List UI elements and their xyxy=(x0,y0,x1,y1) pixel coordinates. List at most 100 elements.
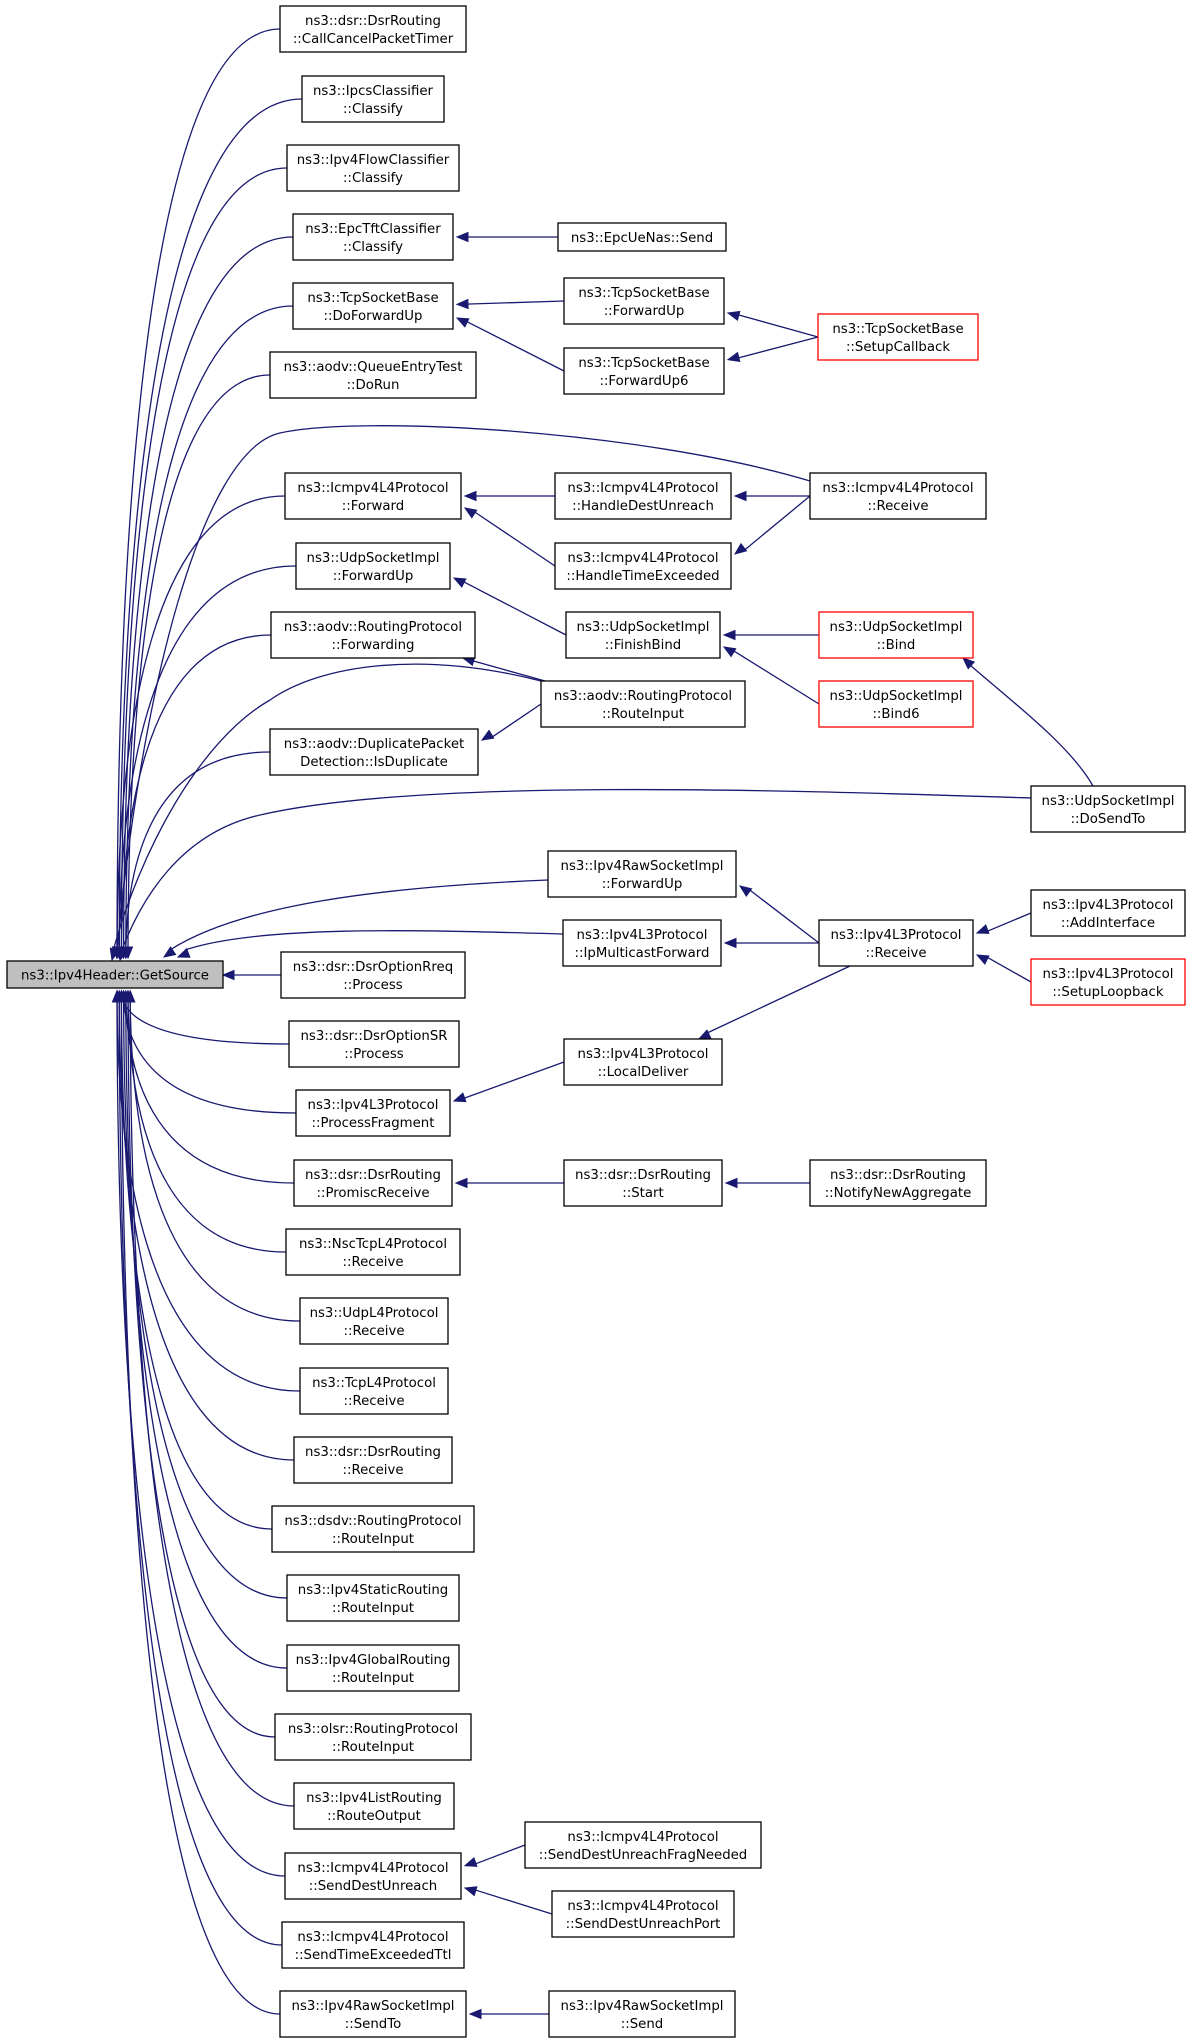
node-tcpl4_receive[interactable]: ns3::TcpL4Protocol::Receive xyxy=(299,1367,449,1415)
node-dsr_notify[interactable]: ns3::dsr::DsrRouting::NotifyNewAggregate xyxy=(809,1159,987,1207)
arrowhead xyxy=(455,231,469,243)
node-root[interactable]: ns3::Ipv4Header::GetSource xyxy=(6,960,224,989)
node-label: ns3::Ipv4GlobalRouting xyxy=(296,1653,451,1668)
node-label: ::ForwardUp xyxy=(333,569,414,584)
node-label: ::RouteInput xyxy=(602,707,684,722)
node-label: ::ProcessFragment xyxy=(312,1116,435,1131)
node-label: ::SendDestUnreachFragNeeded xyxy=(539,1848,748,1863)
node-label: ::Send xyxy=(621,2017,663,2032)
node-box xyxy=(524,1821,762,1869)
node-label: ::SendTo xyxy=(345,2017,401,2032)
node-label: ns3::TcpSocketBase xyxy=(578,286,709,301)
node-dsr_receive[interactable]: ns3::dsr::DsrRouting::Receive xyxy=(293,1436,453,1484)
node-list_routeoutput[interactable]: ns3::Ipv4ListRouting::RouteOutput xyxy=(293,1782,455,1830)
node-icmp_forward[interactable]: ns3::Icmpv4L4Protocol::Forward xyxy=(284,472,462,520)
node-aodv_dup[interactable]: ns3::aodv::DuplicatePacketDetection::IsD… xyxy=(269,728,479,776)
node-label: ns3::Ipv4FlowClassifier xyxy=(297,153,450,168)
arrowhead xyxy=(463,490,477,502)
arrowhead xyxy=(726,310,741,322)
node-label: ::Classify xyxy=(343,102,403,117)
node-box xyxy=(281,1921,465,1969)
node-dsr_optionrreq[interactable]: ns3::dsr::DsrOptionRreq::Process xyxy=(280,951,466,999)
edge-icmp_senddest-to-root xyxy=(116,990,286,1877)
node-aodv_forwarding[interactable]: ns3::aodv::RoutingProtocol::Forwarding xyxy=(270,611,476,659)
node-label: ::Receive xyxy=(865,946,926,961)
node-label: ns3::UdpSocketImpl xyxy=(830,620,963,635)
edge-aodv_routeinput-to-aodv_forwarding xyxy=(469,659,546,682)
node-ipv4l3_receive[interactable]: ns3::Ipv4L3Protocol::Receive xyxy=(818,919,974,967)
node-ipv4l3_setuploopback[interactable]: ns3::Ipv4L3Protocol::SetupLoopback xyxy=(1030,958,1186,1006)
node-label: ::SendTimeExceededTtl xyxy=(295,1948,452,1963)
node-label: ns3::Ipv4L3Protocol xyxy=(831,928,962,943)
node-label: ns3::Ipv4ListRouting xyxy=(306,1791,442,1806)
node-udpl4_receive[interactable]: ns3::UdpL4Protocol::Receive xyxy=(299,1297,449,1345)
node-tcp_doforwardup[interactable]: ns3::TcpSocketBase::DoForwardUp xyxy=(292,282,454,330)
node-raw_forwardup[interactable]: ns3::Ipv4RawSocketImpl::ForwardUp xyxy=(547,850,737,898)
node-udp_bind[interactable]: ns3::UdpSocketImpl::Bind xyxy=(818,611,974,659)
arrowhead xyxy=(468,2008,482,2020)
node-ipv4l3_processfrag[interactable]: ns3::Ipv4L3Protocol::ProcessFragment xyxy=(295,1089,451,1137)
node-udp_dosendto[interactable]: ns3::UdpSocketImpl::DoSendTo xyxy=(1030,785,1186,833)
graph-nodes: ns3::Ipv4Header::GetSourcens3::dsr::DsrR… xyxy=(6,5,1186,2038)
node-label: ns3::TcpSocketBase xyxy=(832,322,963,337)
node-dsr_start[interactable]: ns3::dsr::DsrRouting::Start xyxy=(563,1159,723,1207)
edge-epctft_classify-to-root xyxy=(122,236,294,959)
node-label: ::Receive xyxy=(342,1463,403,1478)
node-udp_finishbind[interactable]: ns3::UdpSocketImpl::FinishBind xyxy=(565,611,721,659)
node-icmp_sendtime[interactable]: ns3::Icmpv4L4Protocol::SendTimeExceededT… xyxy=(281,1921,465,1969)
node-box xyxy=(563,277,725,325)
node-label: ::SetupLoopback xyxy=(1052,985,1163,1000)
node-label: ::Receive xyxy=(867,499,928,514)
arrowhead xyxy=(726,351,741,362)
node-box xyxy=(548,1990,736,2038)
node-ipv4l3_ipmulticast[interactable]: ns3::Ipv4L3Protocol::IpMulticastForward xyxy=(562,919,722,967)
node-label: ns3::dsr::DsrRouting xyxy=(305,1445,441,1460)
node-aodv_routeinput[interactable]: ns3::aodv::RoutingProtocol::RouteInput xyxy=(540,680,746,728)
node-box xyxy=(562,919,722,967)
node-label: ::NotifyNewAggregate xyxy=(825,1186,972,1201)
node-ipv4l3_localdeliver[interactable]: ns3::Ipv4L3Protocol::LocalDeliver xyxy=(563,1038,723,1086)
node-udp_forwardup[interactable]: ns3::UdpSocketImpl::ForwardUp xyxy=(295,542,451,590)
edge-tcp_forwardup-to-tcp_doforwardup xyxy=(465,300,565,305)
node-raw_sendto[interactable]: ns3::Ipv4RawSocketImpl::SendTo xyxy=(279,1990,467,2038)
node-box xyxy=(1030,889,1186,937)
node-global_routeinput[interactable]: ns3::Ipv4GlobalRouting::RouteInput xyxy=(286,1644,460,1692)
node-dsdv_routeinput[interactable]: ns3::dsdv::RoutingProtocol::RouteInput xyxy=(271,1505,475,1553)
node-olsr_routeinput[interactable]: ns3::olsr::RoutingProtocol::RouteInput xyxy=(274,1713,472,1761)
node-box xyxy=(554,542,732,590)
node-box xyxy=(299,1367,449,1415)
node-ipv4flow_classify[interactable]: ns3::Ipv4FlowClassifier::Classify xyxy=(286,144,460,192)
node-label: ::CallCancelPacketTimer xyxy=(293,32,454,47)
node-raw_send[interactable]: ns3::Ipv4RawSocketImpl::Send xyxy=(548,1990,736,2038)
node-tcp_forwardup6[interactable]: ns3::TcpSocketBase::ForwardUp6 xyxy=(563,347,725,395)
node-dsr_promisc[interactable]: ns3::dsr::DsrRouting::PromiscReceive xyxy=(293,1159,453,1207)
node-udp_bind6[interactable]: ns3::UdpSocketImpl::Bind6 xyxy=(818,680,974,728)
node-aodv_queuetest[interactable]: ns3::aodv::QueueEntryTest::DoRun xyxy=(269,351,477,399)
edge-dsdv_routeinput-to-root xyxy=(120,990,273,1530)
node-label: ns3::NscTcpL4Protocol xyxy=(299,1237,447,1252)
node-nsctcp_receive[interactable]: ns3::NscTcpL4Protocol::Receive xyxy=(285,1228,461,1276)
node-label: ns3::IpcsClassifier xyxy=(313,84,434,99)
node-icmp_receive[interactable]: ns3::Icmpv4L4Protocol::Receive xyxy=(809,472,987,520)
node-epcuenas_send[interactable]: ns3::EpcUeNas::Send xyxy=(557,222,727,252)
node-icmp_senddestport[interactable]: ns3::Icmpv4L4Protocol::SendDestUnreachPo… xyxy=(551,1890,735,1938)
node-box xyxy=(809,472,987,520)
node-icmp_handledest[interactable]: ns3::Icmpv4L4Protocol::HandleDestUnreach xyxy=(554,472,732,520)
node-icmp_senddestfrag[interactable]: ns3::Icmpv4L4Protocol::SendDestUnreachFr… xyxy=(524,1821,762,1869)
arrowhead xyxy=(975,924,990,934)
node-label: ns3::Icmpv4L4Protocol xyxy=(567,551,718,566)
node-label: ns3::TcpSocketBase xyxy=(578,356,709,371)
node-tcp_forwardup[interactable]: ns3::TcpSocketBase::ForwardUp xyxy=(563,277,725,325)
node-label: ::Classify xyxy=(343,171,403,186)
node-icmp_senddest[interactable]: ns3::Icmpv4L4Protocol::SendDestUnreach xyxy=(284,1852,462,1900)
node-epctft_classify[interactable]: ns3::EpcTftClassifier::Classify xyxy=(292,213,454,261)
node-ipcs_classify[interactable]: ns3::IpcsClassifier::Classify xyxy=(301,75,445,123)
node-dsr_optionsr[interactable]: ns3::dsr::DsrOptionSR::Process xyxy=(288,1020,460,1068)
node-ipv4l3_addinterface[interactable]: ns3::Ipv4L3Protocol::AddInterface xyxy=(1030,889,1186,937)
edge-ipv4l3_receive-to-ipv4l3_localdeliver xyxy=(704,965,851,1035)
node-static_routeinput[interactable]: ns3::Ipv4StaticRouting::RouteInput xyxy=(286,1574,460,1622)
node-tcp_setupcallback[interactable]: ns3::TcpSocketBase::SetupCallback xyxy=(817,313,979,361)
node-dsr_callcancel[interactable]: ns3::dsr::DsrRouting::CallCancelPacketTi… xyxy=(279,5,467,53)
node-icmp_handletime[interactable]: ns3::Icmpv4L4Protocol::HandleTimeExceede… xyxy=(554,542,732,590)
edge-tcp_setupcallback-to-tcp_forwardup6 xyxy=(736,336,819,359)
